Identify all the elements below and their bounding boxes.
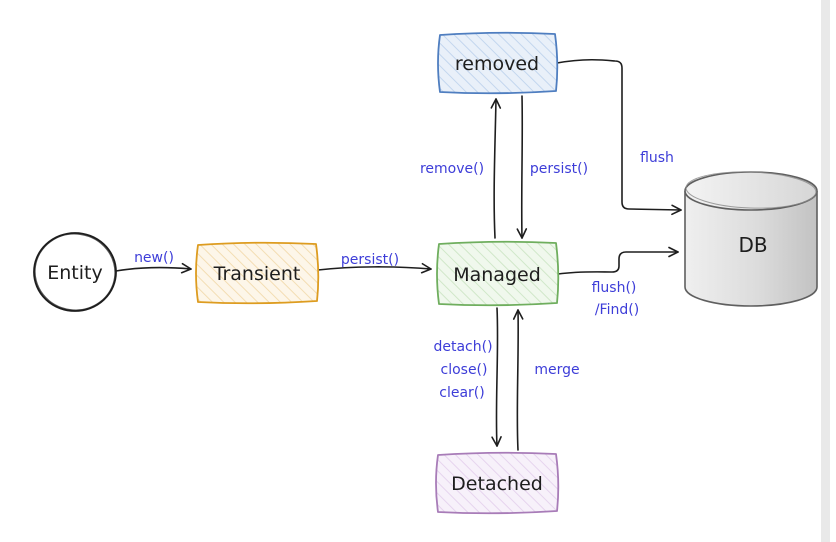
page-edge-strip [821, 0, 830, 542]
node-transient: Transient [195, 241, 320, 305]
label-remove: remove() [420, 161, 484, 177]
label-close: close() [441, 362, 488, 378]
edge-managed-to-db [557, 246, 679, 275]
edge-entity-to-transient [115, 262, 192, 274]
label-persist-removed: persist() [530, 161, 588, 177]
node-entity: Entity [33, 232, 117, 312]
edge-managed-to-removed [490, 98, 502, 239]
managed-box [436, 240, 560, 307]
db-label: DB [738, 233, 767, 257]
detached-box [435, 451, 560, 515]
entity-circle [33, 232, 117, 312]
entity-circle-sketch [34, 233, 116, 311]
edges-layer [115, 58, 682, 451]
label-merge: merge [534, 362, 579, 378]
edge-managed-to-detached [491, 307, 502, 447]
label-flush-paren: flush() [592, 280, 637, 296]
label-detach: detach() [433, 339, 492, 355]
label-new: new() [134, 250, 174, 266]
removed-label: removed [455, 53, 539, 75]
node-managed: Managed [436, 240, 560, 307]
node-detached: Detached [435, 451, 560, 515]
transient-label: Transient [213, 263, 301, 285]
transient-box [195, 241, 320, 305]
label-persist-transient: persist() [341, 252, 399, 268]
label-clear: clear() [439, 385, 484, 401]
edge-removed-to-db [556, 58, 682, 216]
label-flush: flush [640, 150, 674, 166]
node-removed: removed [437, 31, 559, 95]
edge-detached-to-managed [512, 309, 524, 451]
db-cylinder-top-sketch [685, 171, 817, 209]
node-db: DB [684, 171, 818, 307]
edge-removed-to-managed [516, 95, 528, 239]
entity-label: Entity [47, 262, 102, 284]
db-cylinder-body [684, 191, 818, 307]
detached-label: Detached [451, 473, 543, 495]
removed-box [437, 31, 559, 95]
label-find: /Find() [595, 302, 639, 318]
edge-labels-layer: new() persist() remove() persist() flush… [134, 150, 674, 401]
managed-label: Managed [453, 264, 541, 286]
edge-transient-to-managed [317, 262, 432, 274]
